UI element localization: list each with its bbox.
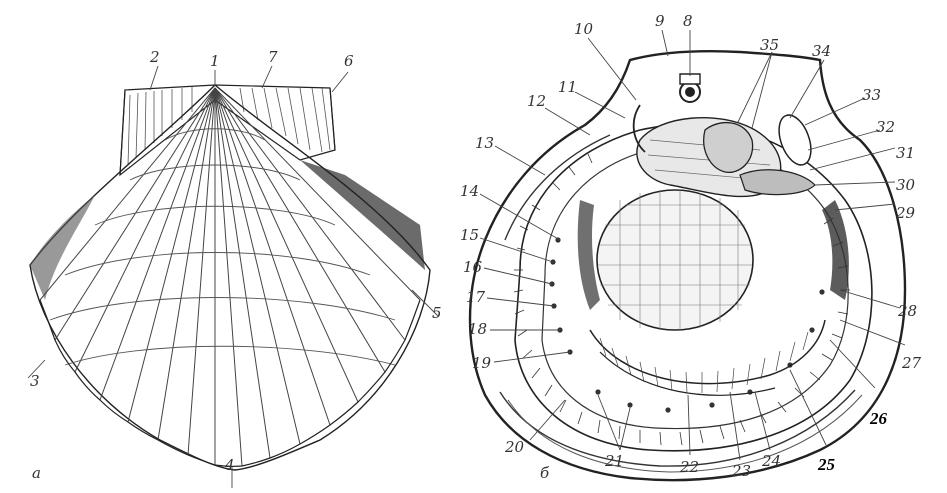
shell-exterior-drawing [30,85,430,470]
label-13: 13 [475,134,494,152]
shell-interior-drawing [470,51,905,480]
label-20: 20 [504,438,525,456]
panel-b-letter: б [540,464,550,482]
label-1: 1 [210,52,220,70]
label-26: 26 [869,409,888,428]
label-30: 30 [896,176,916,194]
label-18: 18 [468,320,487,338]
label-24: 24 [761,452,781,470]
panel-a-leaders [28,66,438,488]
label-28: 28 [897,302,917,320]
label-8: 8 [683,12,693,30]
label-29: 29 [895,204,916,222]
label-31: 31 [896,144,915,162]
label-22: 22 [679,458,699,476]
label-19: 19 [472,354,492,372]
label-32: 32 [876,118,895,136]
label-10: 10 [574,20,594,38]
label-3: 3 [30,372,40,390]
label-4: 4 [224,456,235,474]
label-17: 17 [466,288,486,306]
label-23: 23 [731,462,751,480]
label-15: 15 [460,226,479,244]
label-21: 21 [604,452,624,470]
panel-a-letter: a [32,464,41,482]
label-27: 27 [901,354,922,372]
label-6: 6 [344,52,354,70]
label-12: 12 [527,92,546,110]
panel-a-labels: 1 2 3 4 5 6 7 a [30,48,442,482]
label-35: 35 [760,36,779,54]
label-34: 34 [812,42,831,60]
label-9: 9 [655,12,665,30]
label-5: 5 [432,304,442,322]
label-7: 7 [268,48,278,66]
label-33: 33 [862,86,881,104]
label-2: 2 [149,48,160,66]
label-16: 16 [463,258,483,276]
label-11: 11 [558,78,577,96]
label-14: 14 [460,182,479,200]
label-25: 25 [817,455,836,474]
